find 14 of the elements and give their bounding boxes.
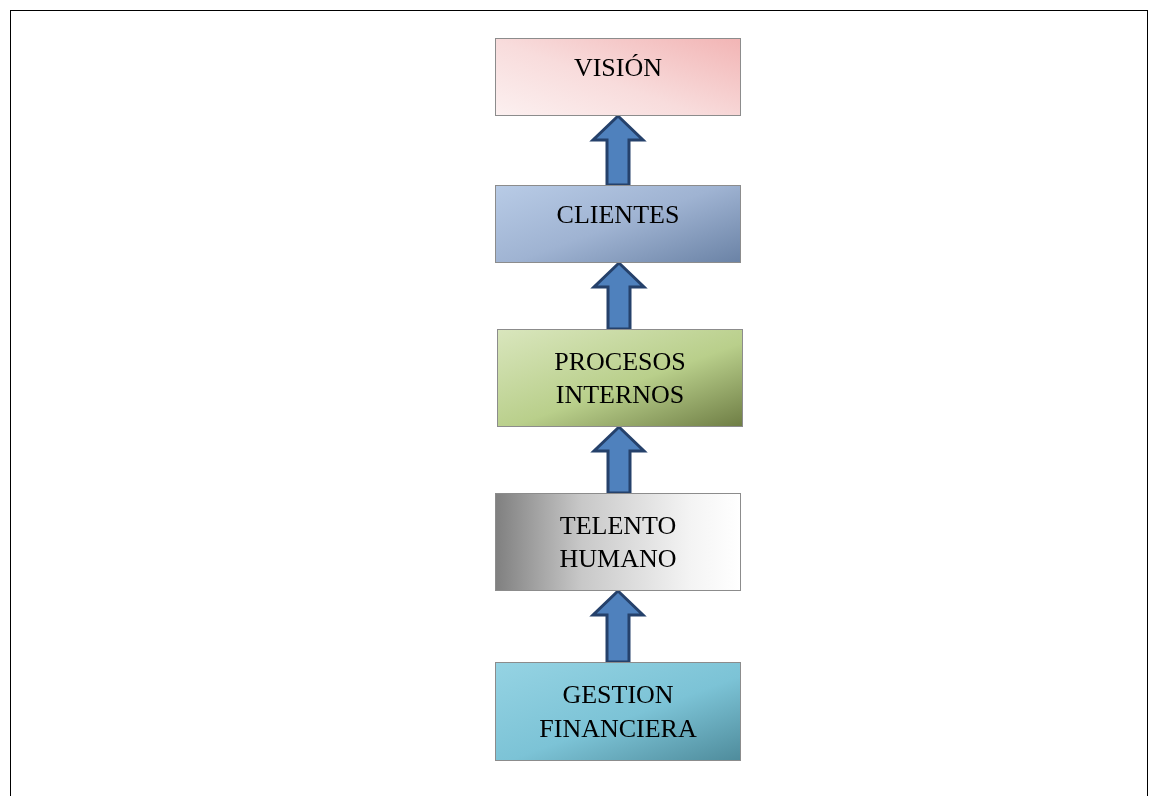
block-arrow <box>590 260 648 331</box>
box-label: VISIÓN <box>573 52 663 84</box>
box-label: TELENTO HUMANO <box>558 509 678 575</box>
process-box <box>495 38 741 116</box>
process-box <box>497 329 743 427</box>
block-arrow <box>589 113 647 187</box>
box-label: PROCESOS INTERNOS <box>553 345 687 411</box>
process-box <box>495 185 741 263</box>
box-label: CLIENTES <box>556 199 680 231</box>
process-box <box>495 493 741 591</box>
block-arrow <box>589 588 647 664</box>
box-label: GESTION FINANCIERA <box>538 679 698 745</box>
block-arrow <box>590 424 648 495</box>
process-box <box>495 662 741 761</box>
